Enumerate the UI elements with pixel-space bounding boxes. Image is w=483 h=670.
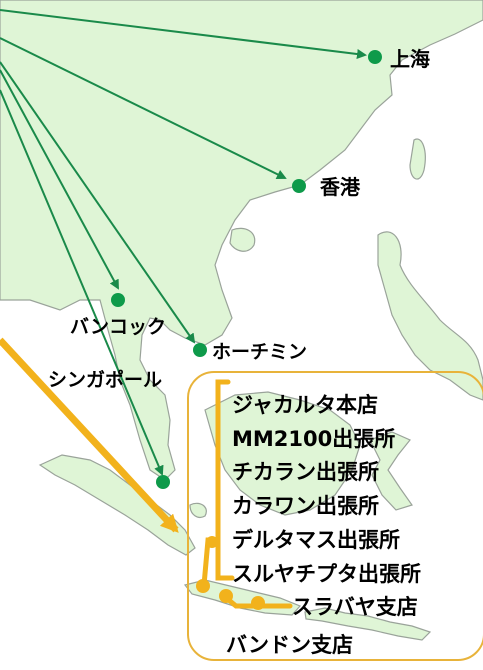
taiwan-island — [409, 138, 426, 180]
hainan-island — [229, 227, 256, 252]
label-cikarang-office: チカラン出張所 — [232, 460, 379, 484]
jakarta-dot — [206, 536, 218, 548]
city-dots — [111, 50, 382, 489]
route-hochiminh — [0, 61, 196, 344]
label-bangkok: バンコック — [70, 316, 166, 338]
label-singapore: シンガポール — [48, 368, 162, 391]
lesser-sunda-islands — [304, 607, 432, 641]
green-routes — [0, 9, 367, 476]
route-shanghai — [0, 9, 367, 59]
bangka-island — [189, 502, 207, 518]
label-jakarta-head-office: ジャカルタ本店 — [232, 393, 378, 417]
route-singapore — [0, 89, 164, 476]
label-suryacipta-office: スルヤチプタ出張所 — [232, 562, 421, 586]
philippines-islands — [377, 231, 483, 401]
singapore-dot — [156, 475, 170, 489]
shanghai-dot — [368, 50, 382, 64]
borneo-island — [204, 391, 361, 516]
surabaya-dot — [251, 596, 265, 610]
label-mm2100-office: MM2100出張所 — [232, 427, 395, 451]
cirebon-dot — [219, 589, 233, 603]
label-hochiminh: ホーチミン — [212, 341, 307, 363]
label-surabaya-branch: スラバヤ支店 — [292, 595, 418, 619]
connector-bracket — [215, 379, 235, 581]
sumatra-island — [38, 454, 196, 556]
label-karawang-office: カラワン出張所 — [232, 494, 379, 518]
hochiminh-dot — [193, 343, 207, 357]
label-hongkong: 香港 — [320, 175, 361, 199]
land-masses — [0, 0, 483, 641]
route-indonesia — [0, 337, 179, 533]
label-bandung-branch: バンドン支店 — [226, 633, 353, 657]
bandung-dot — [196, 579, 210, 593]
sulawesi-island — [369, 431, 413, 511]
hongkong-dot — [292, 179, 306, 193]
label-deltamas-office: デルタマス出張所 — [232, 528, 400, 552]
route-hongkong — [0, 37, 287, 179]
bangkok-dot — [111, 293, 125, 307]
route-bangkok — [0, 69, 119, 290]
indonesia-office-box — [187, 371, 483, 661]
office-dots — [196, 536, 265, 610]
label-shanghai: 上海 — [390, 47, 430, 71]
